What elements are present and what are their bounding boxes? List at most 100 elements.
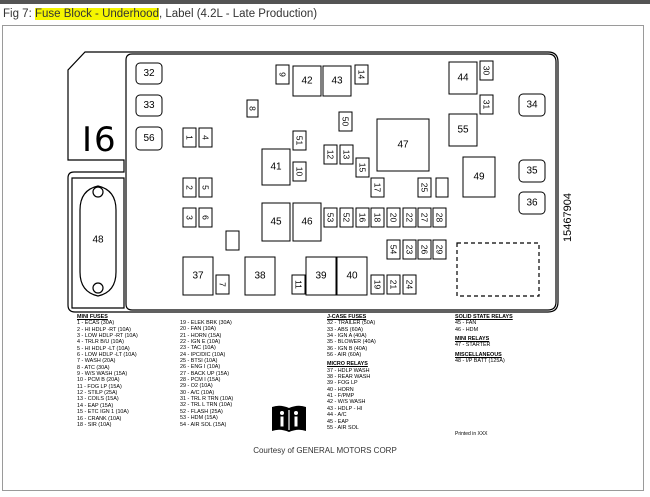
fuse-slot-55: [448, 113, 478, 147]
legend-item: 11 - FOG LP (15A): [77, 383, 122, 390]
legend-item: 22 - IGN E (10A): [180, 339, 221, 346]
legend-item: 8 - ATC (30A): [77, 364, 110, 371]
fuse-label-49: 49: [473, 172, 485, 183]
fuse-label-39: 39: [315, 271, 327, 282]
inner-panel-outline: [125, 53, 557, 311]
legend-item: 41 - F/PMP: [327, 393, 355, 400]
fuse-slot-21: [386, 274, 401, 295]
fuse-slot-49: [462, 156, 496, 198]
caption-rest: , Label (4.2L - Late Production): [158, 8, 318, 20]
fuse-slot-44: [448, 61, 478, 95]
legend-item: 35 - BLOWER (40A): [327, 339, 376, 346]
legend-item: 40 - HORN: [327, 386, 354, 393]
part-number: 15467904: [562, 193, 574, 242]
legend-item: 48 - I/P BATT (125A): [455, 358, 505, 365]
legend-item: 33 - ABS (60A): [327, 326, 363, 333]
legend-micro-title: MICRO RELAYS: [327, 361, 368, 368]
legend-item: 3 - LOW HDLP -RT (10A): [77, 333, 138, 340]
fuse-label-38: 38: [254, 271, 266, 282]
fuse-slot-32: [135, 62, 163, 85]
fuse-slot-18: [370, 207, 385, 228]
fuse-label-7: 7: [218, 282, 228, 287]
legend-item: 9 - W/S WASH (15A): [77, 371, 128, 378]
fuse-block-outline: [67, 51, 559, 313]
fuse-slot-29: [432, 239, 447, 260]
legend-item: 42 - W/S WASH: [327, 399, 366, 406]
courtesy-credit: Courtesy of GENERAL MOTORS CORP: [253, 446, 397, 455]
legend-item: 27 - BACK UP (15A): [180, 370, 230, 377]
fuse-label-3: 3: [185, 215, 195, 220]
legend-mini-relays-title: MINI RELAYS: [455, 336, 490, 343]
figure-frame: [2, 25, 644, 491]
legend-item: 12 - STILP (25A): [77, 390, 118, 397]
fuse-label-47: 47: [397, 140, 409, 151]
fuse-slot-blank: [225, 230, 240, 251]
fuse-slot-23: [402, 239, 417, 260]
window-top-bar: [0, 0, 650, 4]
legend-item: 46 - HDM: [455, 326, 479, 333]
fuse-slot-16: [355, 207, 370, 228]
fuse-label-43: 43: [331, 76, 343, 87]
legend-item: 16 - CRANK (10A): [77, 415, 122, 422]
fuse-label-28: 28: [435, 213, 445, 223]
legend-item: 21 - HORN (15A): [180, 332, 222, 339]
fuse-label-50: 50: [341, 117, 351, 127]
fuse-slot-33: [135, 94, 163, 117]
fuse-label-51: 51: [295, 136, 305, 146]
fuse-label-22: 22: [405, 213, 415, 223]
legend-mini-fuses-title: MINI FUSES: [77, 314, 108, 320]
manual-book-icon: [272, 405, 306, 432]
fuse-label-41: 41: [270, 162, 282, 173]
fuse-slot-9: [275, 64, 290, 85]
fuse-label-4: 4: [201, 135, 211, 140]
fuse-slot-22: [402, 207, 417, 228]
fuse-48-mount: [71, 177, 125, 309]
legend-item: 1 - ECAS (30A): [77, 320, 115, 327]
fuse-label-13: 13: [342, 150, 352, 160]
fuse-slot-31: [479, 94, 494, 115]
fuse-label-25: 25: [420, 183, 430, 193]
legend-item: 26 - ENG I (10A): [180, 364, 221, 371]
legend-item: 25 - BTSI (10A): [180, 358, 218, 365]
fuse-slot-35: [518, 159, 546, 183]
legend-item: 29 - O2 (10A): [180, 383, 213, 390]
fuse-slot-17: [370, 177, 385, 198]
fuse-slot-7: [215, 274, 230, 295]
fuse-label-33: 33: [143, 100, 155, 111]
fuse-label-46: 46: [301, 217, 313, 228]
legend-item: 45 - EAP: [327, 418, 349, 425]
legend-item: 15 - ETC IGN 1 (10A): [77, 409, 129, 416]
fuse-label-2: 2: [185, 185, 195, 190]
fuse-slot-15: [355, 157, 370, 178]
fuse-label-11: 11: [294, 280, 304, 289]
fuse-slot-39: [305, 256, 337, 296]
fuse-label-55: 55: [457, 125, 469, 136]
legend-item: 32 - TRAILER (50A): [327, 320, 376, 327]
legend-item: 36 - IGN B (40A): [327, 345, 368, 352]
fuse-slot-2: [182, 177, 197, 198]
legend-mini-fuses-col2: 19 - ELEK BRK (30A)20 - FAN (10A)21 - HO…: [180, 320, 233, 428]
legend-item: 45 - FAN: [455, 320, 477, 327]
fuse-label-34: 34: [526, 100, 538, 111]
legend-item: 5 - HI HDLP -LT (10A): [77, 345, 130, 352]
legend-item: 47 - STARTER: [455, 342, 491, 349]
legend-item: 20 - FAN (10A): [180, 326, 216, 333]
legend-item: 52 - FLASH (25A): [180, 408, 223, 415]
fuse-label-54: 54: [389, 245, 399, 255]
fuse-slot-46: [292, 202, 322, 242]
fuse-label-56: 56: [143, 133, 155, 144]
legend-item: 10 - PCM B (20A): [77, 377, 120, 384]
fuse-label-6: 6: [201, 215, 211, 220]
fuse-slot-37: [182, 256, 214, 296]
dashed-region: [456, 242, 540, 297]
fuse-label-48: 48: [92, 235, 104, 246]
fuse-slot-8: [246, 99, 259, 118]
fuse-label-30: 30: [482, 66, 492, 76]
fuse-slot-42: [292, 65, 322, 97]
fuse-slot-6: [198, 207, 213, 228]
fuse-slot-51: [292, 130, 307, 151]
fuse-label-44: 44: [457, 73, 469, 84]
fuse-label-17: 17: [373, 183, 383, 193]
caption-highlight: Fuse Block - Underhood: [34, 8, 159, 20]
